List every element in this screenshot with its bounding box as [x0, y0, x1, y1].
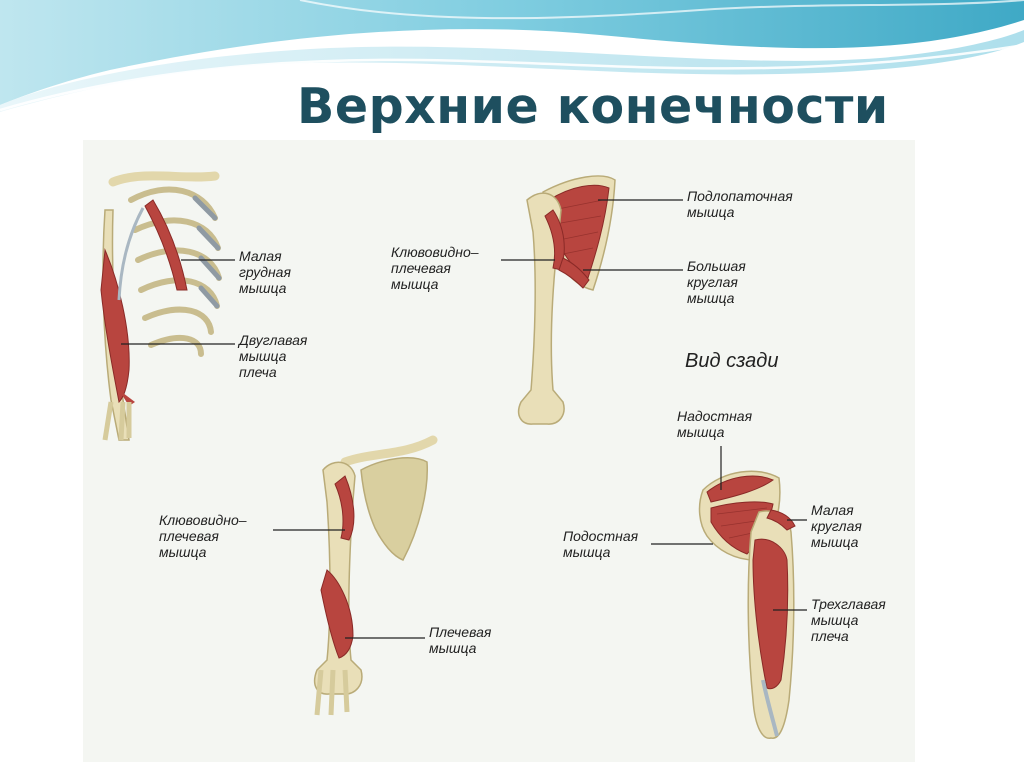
label-infraspinatus: Подостная мышца	[563, 528, 639, 560]
label-supraspinatus: Надостная мышца	[677, 408, 753, 440]
label-biceps: Двуглавая мышца плеча	[239, 332, 308, 380]
anatomy-illustration	[100, 171, 807, 739]
label-teres-minor: Малая круглая мышца	[811, 502, 862, 550]
figure-arm-anterior	[273, 435, 438, 716]
header-wave-decoration	[0, 0, 1024, 112]
figure-scapula-anterior	[501, 175, 683, 425]
label-coracobrachialis-top: Клювовидно– плечевая мышца	[391, 244, 479, 292]
label-pectoralis-minor: Малая грудная мышца	[239, 248, 291, 296]
slide-title: Верхние конечности	[297, 78, 889, 135]
anatomy-figure: Малая грудная мышца Двуглавая мышца плеч…	[83, 140, 915, 762]
label-brachialis: Плечевая мышца	[429, 624, 492, 656]
figure-arm-posterior	[651, 446, 807, 739]
label-triceps: Трехглавая мышца плеча	[811, 596, 886, 644]
label-subscapularis: Подлопаточная мышца	[687, 188, 793, 220]
label-coracobrachialis-bottom: Клювовидно– плечевая мышца	[159, 512, 247, 560]
figure-chest-arm	[100, 171, 235, 441]
label-teres-major: Большая круглая мышца	[687, 258, 746, 306]
label-posterior-view: Вид сзади	[685, 350, 779, 372]
